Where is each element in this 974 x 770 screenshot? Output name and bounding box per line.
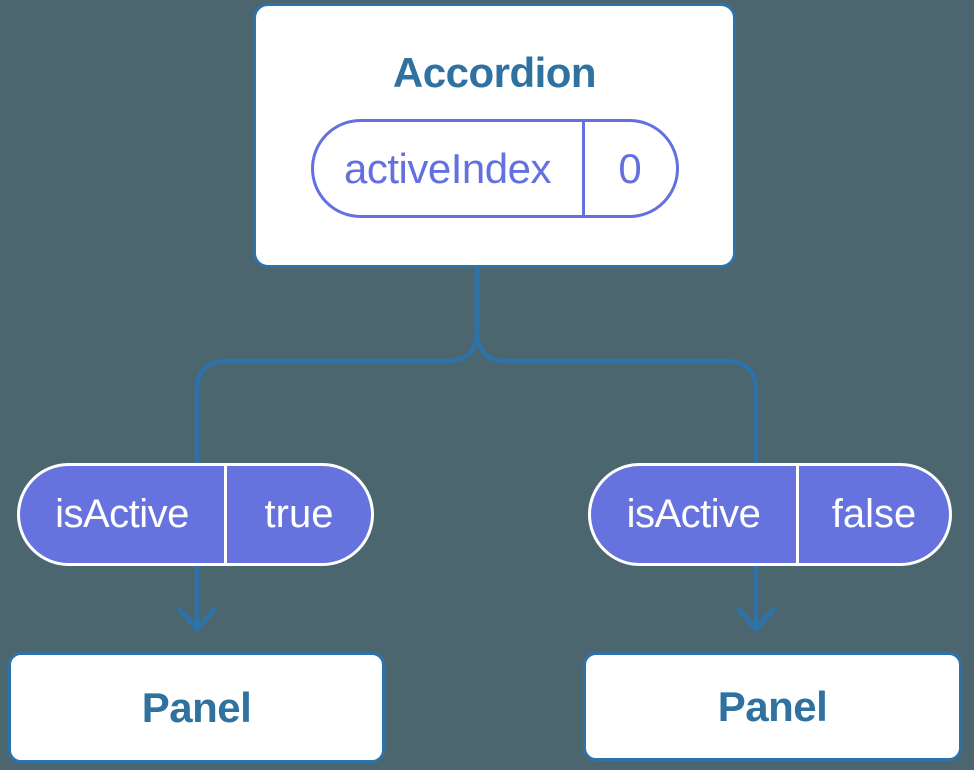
state-value-label: 0 (581, 122, 676, 215)
state-pill-activeindex: activeIndex 0 (310, 119, 679, 218)
prop-value-label: false (796, 466, 949, 563)
arrow-down-icon (736, 607, 776, 632)
connector-left-branch (194, 263, 480, 627)
accordion-title: Accordion (392, 49, 597, 96)
panel-component-card-right: Panel (583, 652, 962, 761)
arrow-down-icon (177, 607, 217, 632)
prop-name-label: isActive (55, 492, 189, 536)
prop-pill-isactive-false: isActive false (588, 463, 952, 566)
state-name-label: activeIndex (344, 144, 551, 192)
panel-title: Panel (717, 682, 828, 730)
panel-title: Panel (141, 683, 252, 731)
accordion-component-card: Accordion activeIndex 0 (253, 3, 736, 268)
panel-component-card-left: Panel (8, 652, 385, 763)
prop-pill-isactive-true: isActive true (17, 463, 374, 566)
connector-right-branch (474, 263, 759, 627)
prop-value-label: true (224, 466, 371, 563)
prop-name-label: isActive (626, 492, 761, 536)
